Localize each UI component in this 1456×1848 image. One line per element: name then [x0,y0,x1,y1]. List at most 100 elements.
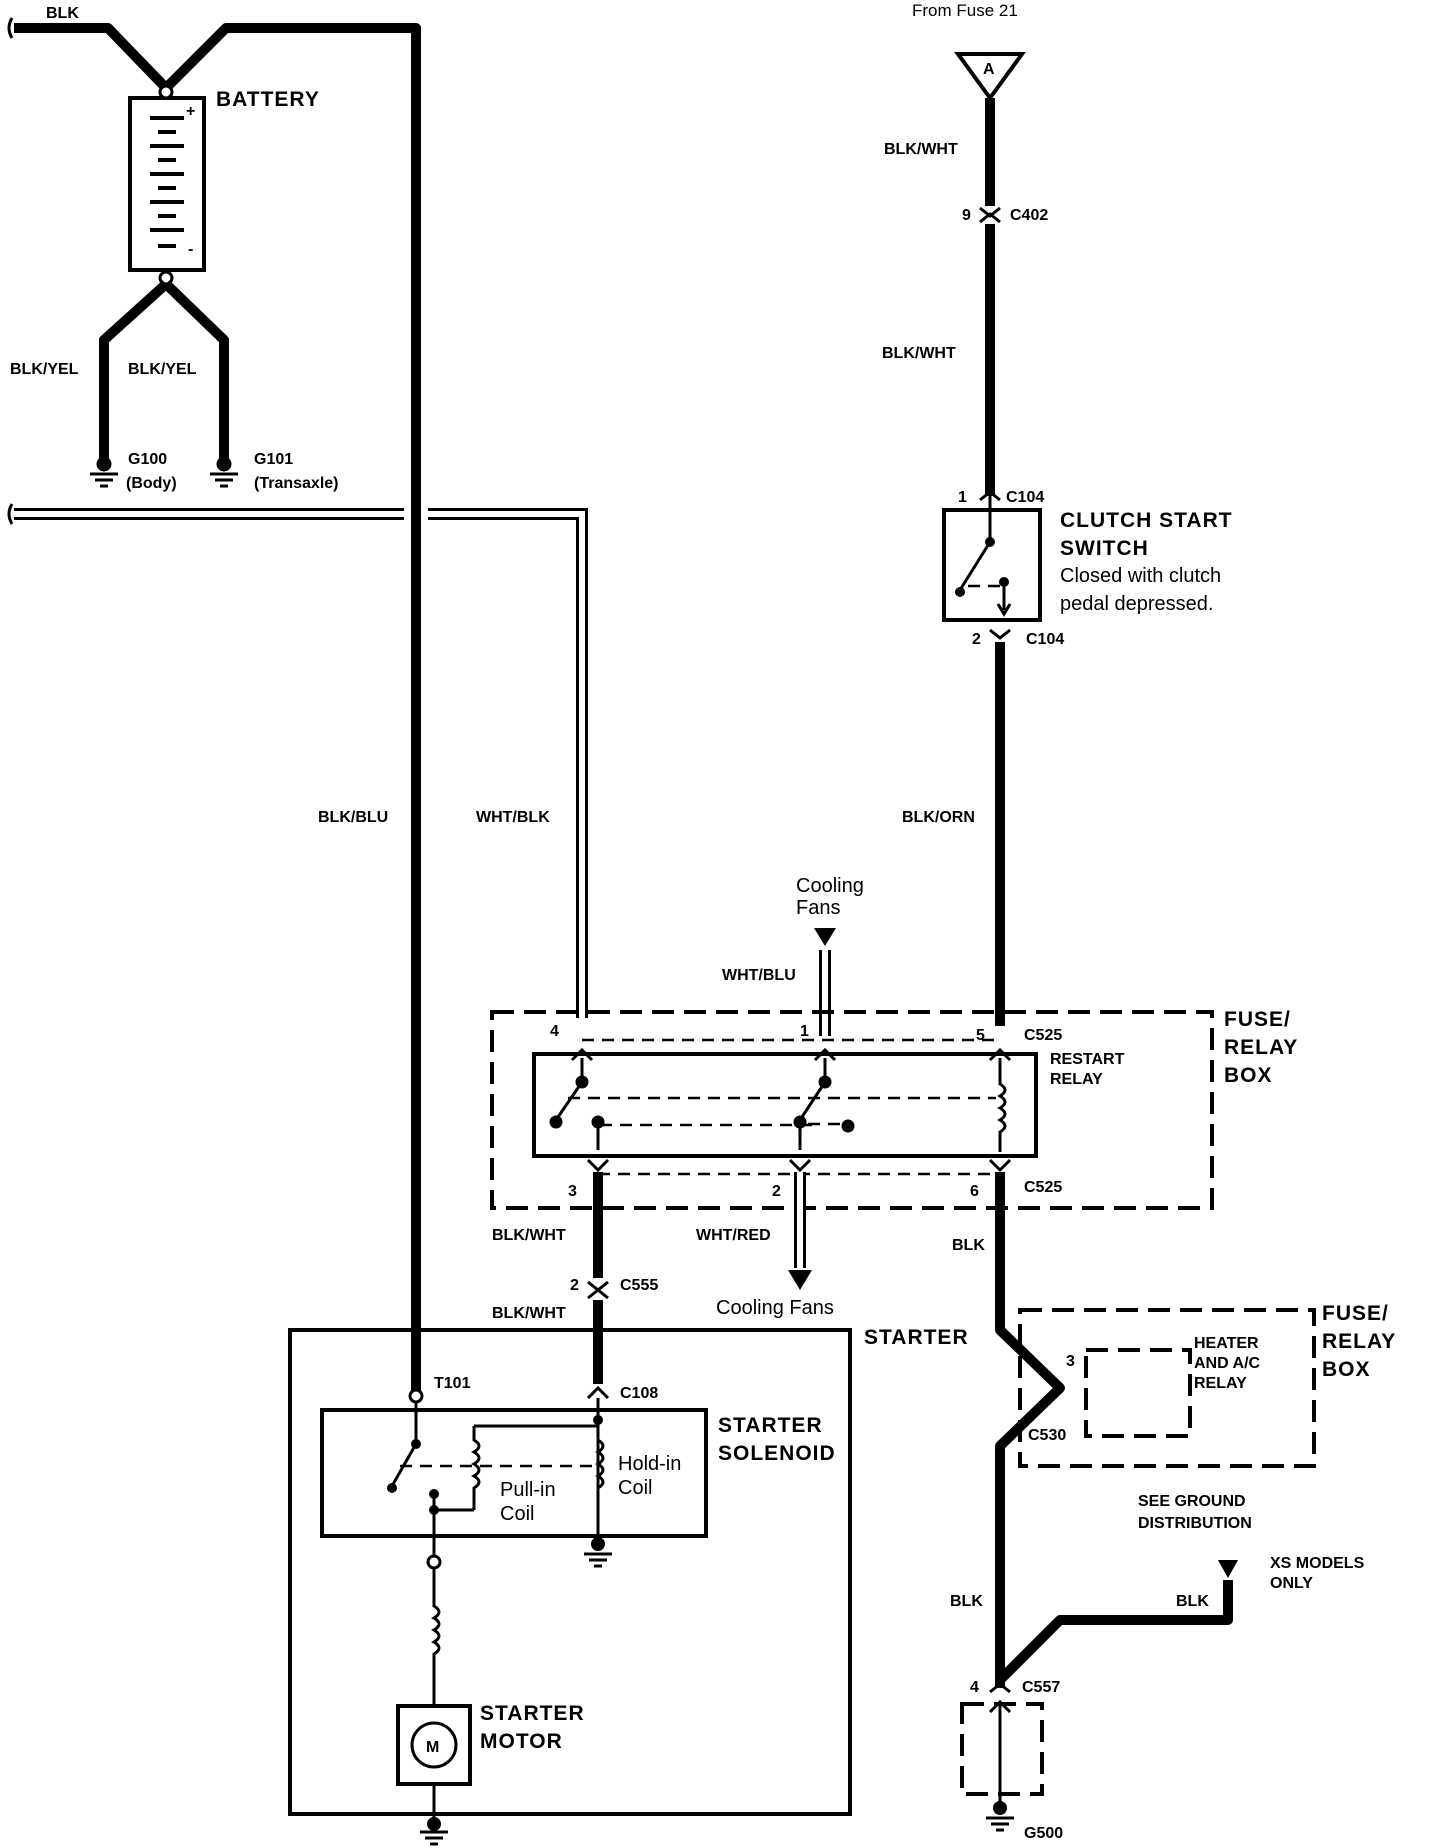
heater-relay-label-2: AND A/C [1194,1355,1261,1372]
starter-motor-label-2: MOTOR [480,1730,563,1753]
blk-wire-xs-models [996,1580,1233,1684]
fuse-relay-box-1: FUSE/ RELAY BOX 4 1 5 C525 RESTART RELAY [490,1008,1298,1210]
restart-relay-box [532,1052,1038,1158]
blk-wht-label-1: BLK/WHT [884,141,958,158]
fuse-relay-box-2-outline [1018,1308,1316,1468]
clutch-switch-title-2: SWITCH [1060,537,1149,560]
from-fuse-label: From Fuse 21 [912,1,1018,20]
heater-relay-pin: 3 [1066,1353,1075,1370]
c104-top-pin: 1 [958,489,967,506]
connector-a-triangle [954,52,1026,102]
cooling-fans-top-2: Fans [796,897,840,919]
blk-yel-wire-left [99,280,170,462]
ground-g500: 4 C557 G500 [960,1679,1063,1842]
c402-connector-symbol [979,206,1001,224]
wht-blk-wire-label: WHT/BLK [476,809,550,826]
c555-pin: 2 [570,1277,579,1294]
relay-pin-4: 4 [550,1023,559,1040]
g500-dashed-box [960,1702,1044,1796]
starter-assembly: STARTER T101 C108 STARTER SOLENOID Pul [288,1326,968,1846]
cooling-fans-top-1: Cooling [796,875,864,897]
ground-g101-label: G101 [254,451,293,468]
c557-label: C557 [1022,1679,1060,1696]
xs-models-2: ONLY [1270,1575,1313,1592]
pull-in-coil-2: Coil [500,1503,534,1525]
battery-positive-terminal [158,84,174,100]
c530-label: C530 [1028,1427,1066,1444]
fuse-source: From Fuse 21 A BLK/WHT 9 C402 BLK/WHT [882,1,1048,496]
motor-symbol: M [426,1739,439,1756]
wht-blu-wire-label: WHT/BLU [722,967,796,984]
connector-a-label: A [983,61,995,78]
ground-note-1: SEE GROUND [1138,1493,1246,1510]
clutch-start-switch: 1 C104 CLUTCH START SWITCH Closed with c… [902,489,1233,1026]
hold-in-coil-2: Coil [618,1477,652,1499]
solenoid-label-1: STARTER [718,1414,823,1437]
blk-yel-label-left: BLK/YEL [10,361,79,378]
blk-wire [14,23,421,1395]
c557-pin: 4 [970,1679,979,1696]
c525-bottom-label: C525 [1024,1179,1062,1196]
hold-in-coil-1: Hold-in [618,1453,681,1475]
fuse-relay-box-1-label-3: BOX [1224,1064,1273,1087]
relay-pin-3: 3 [568,1183,577,1200]
blk-wht-label-3: BLK/WHT [492,1227,566,1244]
blk-wire-label-xs: BLK [1176,1593,1209,1610]
cooling-fans-top: Cooling Fans WHT/BLU [722,875,864,1036]
c104-top-label: C104 [1006,489,1044,506]
heater-relay-label-1: HEATER [1194,1335,1259,1352]
wire-break-left-1 [7,17,14,39]
blk-yel-wire-right [162,280,229,462]
fuse-relay-box-2-label-3: BOX [1322,1358,1371,1381]
ground-note-2: DISTRIBUTION [1138,1515,1252,1532]
restart-relay-label-2: RELAY [1050,1071,1103,1088]
battery-plus-sign: + [186,103,195,120]
pull-in-coil-1: Pull-in [500,1479,556,1501]
restart-relay-switch-2 [793,1058,855,1150]
cooling-fans-bottom: Cooling Fans [716,1297,834,1319]
ground-g101-location: (Transaxle) [254,475,338,492]
starter-outline [288,1328,852,1816]
starter-solenoid-box [320,1408,708,1538]
fuse-relay-box-2: 3 C530 HEATER AND A/C RELAY FUSE/ RELAY … [1018,1302,1396,1468]
battery-wire-top-label: BLK [46,5,79,22]
battery-label: BATTERY [216,88,320,111]
blk-wht-label-2: BLK/WHT [882,345,956,362]
c104-bottom-label: C104 [1026,631,1064,648]
blk-wire-label-1: BLK [952,1237,985,1254]
c108-label: C108 [620,1385,658,1402]
restart-relay-switch-1 [549,1058,605,1150]
ground-g100-location: (Body) [126,475,177,492]
ground-g100-label: G100 [128,451,167,468]
xs-models-1: XS MODELS [1270,1555,1365,1572]
ground-g101-symbol [210,456,238,488]
fuse-relay-box-1-label-1: FUSE/ [1224,1008,1291,1031]
heater-relay-label-3: RELAY [1194,1375,1247,1392]
relay-pin-1: 1 [800,1023,809,1040]
blk-orn-wire-label: BLK/ORN [902,809,975,826]
relay-pin-5: 5 [976,1027,985,1044]
blk-blu-wire-label: BLK/BLU [318,809,388,826]
c402-pin: 9 [962,207,971,224]
c402-label: C402 [1010,207,1048,224]
blk-wire-label-2: BLK [950,1593,983,1610]
heater-relay-box [1084,1348,1192,1438]
fuse-relay-box-2-label-2: RELAY [1322,1330,1396,1353]
clutch-switch-box [942,508,1042,622]
c555-label: C555 [620,1277,658,1294]
fuse-relay-box-1-outline [490,1010,1214,1210]
clutch-switch-title-1: CLUTCH START [1060,509,1233,532]
g500-label: G500 [1024,1825,1063,1842]
blk-wire-to-ground [995,1172,1065,1688]
fuse-relay-box-1-label-2: RELAY [1224,1036,1298,1059]
blk-wht-label-4: BLK/WHT [492,1305,566,1322]
fuse-relay-box-2-label-1: FUSE/ [1322,1302,1389,1325]
restart-relay-label-1: RESTART [1050,1051,1125,1068]
ground-g100-symbol [90,456,118,488]
wht-blk-wire [7,503,588,1018]
starter-motor-label-1: STARTER [480,1702,585,1725]
relay-pin-6: 6 [970,1183,979,1200]
c525-top-label: C525 [1024,1027,1062,1044]
c104-bottom-pin: 2 [972,631,981,648]
battery-minus-sign: - [188,241,193,258]
